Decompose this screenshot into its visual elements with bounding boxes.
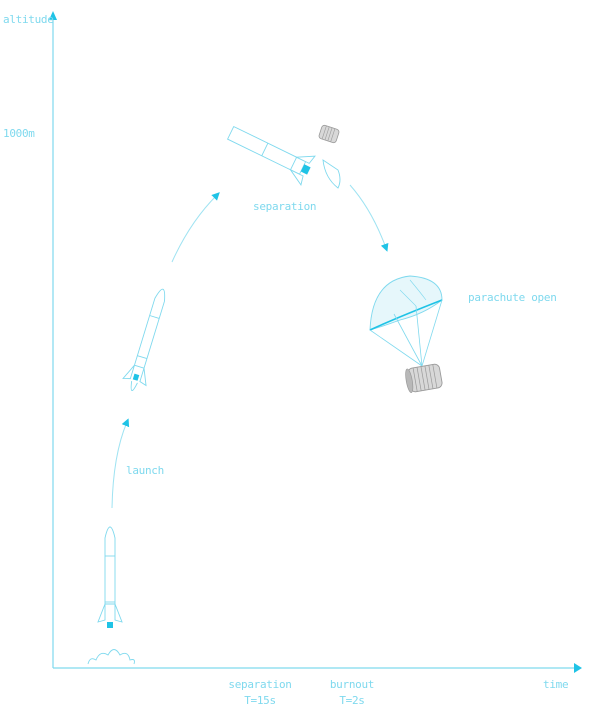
rocket-on-pad-icon [87,526,135,665]
launch-label: launch [126,464,164,477]
y-axis-label: altitude [3,13,54,26]
rocket-separation-icon [226,125,316,187]
ascent-trajectory-arrow [171,192,220,263]
burnout-time-marker-value: T=2s [339,694,365,707]
nose-cone-icon [322,159,341,189]
y-axis-tick-1000m: 1000m [3,127,35,140]
separation-label: separation [253,200,317,213]
burnout-time-marker-title: burnout [329,678,375,691]
separation-time-marker-value: T=15s [244,694,276,707]
separation-time-marker-title: separation [228,678,292,691]
rocket-ascending-icon [122,288,166,392]
separation-time-marker: separation T=15s [228,678,292,707]
y-axis-arrow-icon [49,11,57,20]
payload-canister-large-icon [405,363,443,393]
burnout-time-marker: burnout T=2s [324,678,380,707]
descent-trajectory-arrow [349,184,389,252]
parachute-open-label: parachute open [468,291,557,304]
parachute-icon [369,275,443,367]
x-axis-label: time [543,678,569,691]
payload-canister-small-icon [318,124,340,144]
launch-trajectory-arrow [111,418,130,509]
x-axis-arrow-icon [574,663,582,673]
